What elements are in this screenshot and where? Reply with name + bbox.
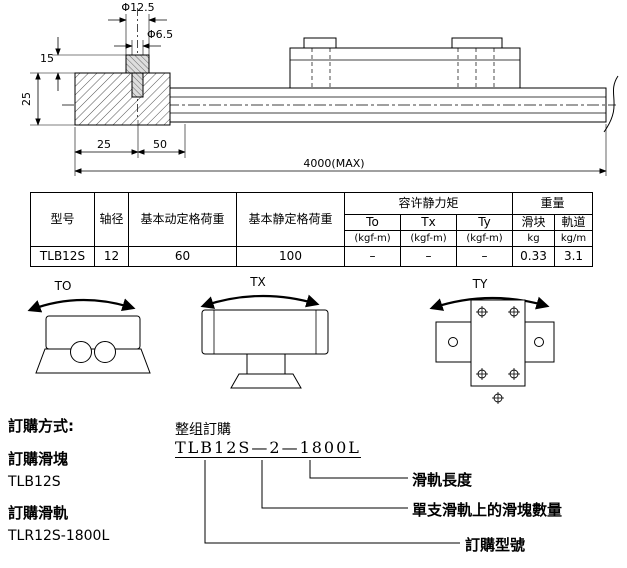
support-block-section (74, 8, 171, 126)
ordering-section-title: 訂購方式: (8, 417, 74, 435)
dim-block-height: 25 (20, 92, 33, 106)
moment-tx-diagram: TX (200, 276, 329, 389)
break-line (603, 75, 619, 133)
moment-tx-label: TX (249, 276, 266, 289)
cell-model: TLB12S (30, 246, 95, 267)
moment-to-label: TO (54, 279, 72, 293)
order-slider-label: 訂購滑塊 (8, 450, 69, 468)
col-header-slider: 滑块 (512, 214, 555, 231)
callout-order-model: 訂購型號 (465, 536, 526, 554)
callout-rail-length: 滑軌長度 (412, 471, 473, 489)
cell-shaft: 12 (94, 246, 129, 267)
part-number-length: 1800L (299, 438, 361, 457)
col-header-ty: Ty (456, 214, 513, 231)
col-header-model: 型号 (30, 192, 95, 247)
col-header-dynamic-load: 基本动定格荷重 (128, 192, 237, 247)
unit-to: (kgf-m) (344, 230, 401, 247)
part-number-separator: — (281, 438, 300, 457)
dim-total-length: 4000(MAX) (303, 157, 364, 170)
moment-ty-label: TY (472, 277, 488, 291)
slider-block-side-view (289, 37, 521, 89)
clamp-right (451, 37, 503, 49)
dim-offset-25: 25 (97, 138, 111, 151)
moment-to-diagram: TO (27, 279, 151, 374)
screw-mark (491, 391, 505, 405)
dim-bolt-shaft: Φ6.5 (147, 28, 173, 41)
col-header-tx: Tx (400, 214, 457, 231)
cell-tx: – (400, 246, 457, 267)
ball-circle-right (94, 341, 116, 363)
table-row: TLB12S 12 60 100 – – – 0.33 3.1 (30, 246, 593, 267)
dim-pitch-50: 50 (153, 138, 167, 151)
unit-rail: kg/m (554, 230, 593, 247)
order-rail-value: TLR12S-1800L (8, 528, 110, 544)
cell-rail-kgm: 3.1 (554, 246, 593, 267)
rail-hole-right (534, 337, 544, 347)
col-header-rail: 軌道 (554, 214, 593, 231)
part-number-separator: — (251, 438, 270, 457)
part-number: TLB12S—2—1800L (175, 438, 361, 458)
col-header-static-moment: 容许静力矩 (344, 192, 513, 215)
cell-slider-kg: 0.33 (512, 246, 555, 267)
spec-table: 型号 轴径 基本动定格荷重 基本静定格荷重 容许静力矩 重量 To Tx Ty … (30, 192, 593, 267)
rotation-arrow-ty (429, 296, 550, 311)
order-rail-label: 訂購滑軌 (8, 504, 69, 522)
rail-assembly-drawing: Φ12.5 Φ6.5 15 25 25 50 (20, 1, 619, 176)
moment-diagrams: TO TX TY (27, 276, 555, 405)
ball-circle-left (70, 341, 92, 363)
dim-bolt-head: Φ12.5 (121, 1, 154, 14)
unit-slider: kg (512, 230, 555, 247)
clamp-left (303, 37, 337, 49)
bolt-shaft (131, 72, 144, 98)
rotation-arrow-tx (200, 294, 320, 309)
rotation-arrow-to (27, 298, 136, 313)
order-slider-value: TLB12S (8, 474, 61, 490)
cell-static-load: 100 (236, 246, 345, 267)
col-header-to: To (344, 214, 401, 231)
cell-ty: – (456, 246, 513, 267)
rail-side-view (62, 75, 619, 133)
unit-ty: (kgf-m) (456, 230, 513, 247)
col-header-weight: 重量 (512, 192, 593, 215)
unit-tx: (kgf-m) (400, 230, 457, 247)
group-order-label: 整组訂購 (175, 422, 231, 438)
cell-dynamic-load: 60 (128, 246, 237, 267)
bolt-head (125, 54, 150, 74)
part-number-model: TLB12S (175, 438, 252, 457)
col-header-static-load: 基本静定格荷重 (236, 192, 345, 247)
part-number-count: 2 (269, 438, 282, 457)
dim-height-15: 15 (40, 52, 54, 65)
col-header-shaft: 轴径 (94, 192, 129, 247)
callout-block-count: 單支滑軌上的滑塊數量 (412, 501, 563, 519)
cell-to: – (344, 246, 401, 267)
moment-ty-diagram: TY (429, 277, 555, 405)
callout-lines (204, 460, 460, 544)
dimensions: Φ12.5 Φ6.5 15 25 25 50 (20, 1, 607, 176)
rail-hole-left (448, 337, 458, 347)
